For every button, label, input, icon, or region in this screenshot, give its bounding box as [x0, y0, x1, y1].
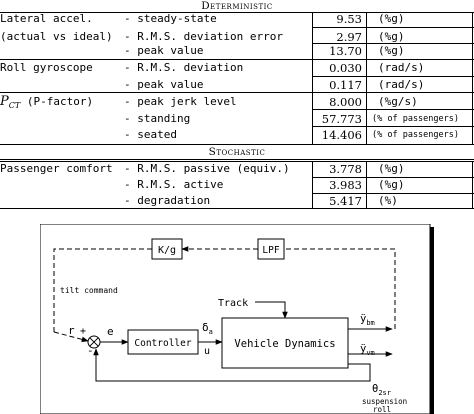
row-unit: (%) [378, 194, 398, 207]
theta-label: θ2sr [372, 383, 391, 397]
r-label: r [68, 324, 75, 337]
cell-divider [312, 161, 313, 208]
row-unit: (rad/s) [378, 61, 425, 74]
row-value: 5.417 [329, 194, 362, 208]
table-rule [0, 144, 474, 145]
table-rule [0, 59, 474, 60]
dashed-feedback-line [53, 248, 152, 332]
minus-label: - [87, 344, 94, 357]
row-value: 0.117 [329, 78, 362, 92]
row-label: Lateral accel. [0, 12, 93, 25]
row-description: - R.M.S. passive (equiv.) [124, 162, 290, 175]
row-value: 57.773 [321, 112, 362, 126]
control-block-diagram: K/g LPF tilt command r + - e Controller … [40, 224, 434, 414]
vehicle-dynamics-block [221, 317, 349, 369]
cell-divider [366, 161, 367, 208]
cell-rule [312, 43, 474, 44]
cell-rule [312, 193, 474, 194]
track-input-line [255, 301, 288, 319]
u-label: u [204, 346, 210, 357]
table-rule [0, 159, 474, 160]
suspension-label: suspension [362, 397, 407, 406]
roll-label: roll [373, 405, 391, 414]
yvm-label: ÿvm [360, 343, 375, 357]
frame-shadow [430, 227, 434, 414]
table-rule [0, 161, 474, 162]
tilt-command-label: tilt command [60, 286, 118, 295]
kg-block [151, 238, 183, 260]
row-description: - standing [124, 112, 191, 125]
performance-table: Deterministic Lateral accel. - steady-sta… [0, 0, 474, 209]
cell-rule [312, 126, 474, 127]
controller-block [127, 329, 199, 355]
dashed-feedback-line [284, 248, 396, 329]
row-unit: (%g) [378, 30, 405, 43]
pct-label-text: (P-factor) [20, 95, 94, 108]
row-description: - peak value [124, 78, 204, 91]
roll-feedback-line [93, 348, 371, 382]
e-label: e [107, 325, 114, 338]
row-value: 3.983 [329, 178, 362, 192]
cell-rule [312, 109, 474, 110]
cell-rule [312, 177, 474, 178]
section-title-deterministic: Deterministic [201, 0, 273, 12]
row-unit: (%g/s) [378, 95, 418, 108]
vehicle-dynamics-label: Vehicle Dynamics [234, 338, 335, 350]
row-label: PCT (P-factor) [0, 95, 93, 113]
row-value: 2.97 [336, 30, 362, 44]
row-description: - R.M.S. active [124, 178, 224, 191]
summing-cross [89, 337, 99, 347]
row-label: (actual vs ideal) [0, 30, 113, 43]
section-title-stochastic: Stochastic [208, 146, 266, 158]
ybm-label: ÿbm [360, 313, 375, 327]
row-value: 9.53 [336, 12, 362, 26]
cell-divider [472, 161, 473, 208]
delta-label: δa [202, 321, 213, 336]
cell-divider [366, 12, 367, 144]
cell-divider [312, 12, 313, 144]
row-description: - steady-state [124, 12, 217, 25]
table-rule [0, 208, 474, 209]
row-description: - seated [124, 128, 177, 141]
row-label: Roll gyroscope [0, 61, 93, 74]
row-unit: (%g) [378, 44, 405, 57]
diagram-canvas: K/g LPF tilt command r + - e Controller … [40, 224, 434, 414]
pct-math-symbol: P [0, 94, 9, 109]
cell-rule [312, 12, 474, 13]
table-rule [0, 12, 474, 13]
row-description: - degradation [124, 194, 211, 207]
lpf-block [257, 238, 285, 260]
row-unit: (%g) [378, 162, 405, 175]
row-unit: (%g) [378, 178, 405, 191]
cell-divider [472, 12, 473, 144]
pct-math-subscript: CT [8, 101, 21, 111]
table-rule [0, 92, 474, 93]
row-description: - peak value [124, 44, 204, 57]
kg-label: K/g [158, 245, 176, 256]
row-value: 8.000 [329, 95, 362, 109]
row-unit: (% of passengers) [372, 114, 459, 124]
cell-rule [312, 59, 474, 60]
row-value: 14.406 [321, 128, 362, 142]
plus-label: + [80, 326, 86, 337]
row-description: - R.M.S. deviation [124, 61, 244, 74]
row-value: 0.030 [329, 61, 362, 75]
cell-rule [312, 27, 474, 28]
row-description: - peak jerk level [124, 95, 237, 108]
cell-rule [312, 92, 474, 93]
row-unit: (rad/s) [378, 78, 425, 91]
row-value: 3.778 [329, 162, 362, 176]
cell-rule [312, 76, 474, 77]
controller-label: Controller [134, 338, 191, 349]
row-value: 13.70 [329, 44, 362, 58]
row-unit: (% of passengers) [372, 130, 459, 140]
row-label: Passenger comfort [0, 162, 113, 175]
row-description: - R.M.S. deviation error [124, 30, 283, 43]
lpf-label: LPF [262, 245, 279, 256]
row-unit: (%g) [378, 12, 405, 25]
dashed-feedback-line [53, 331, 89, 343]
track-label: Track [218, 298, 248, 309]
